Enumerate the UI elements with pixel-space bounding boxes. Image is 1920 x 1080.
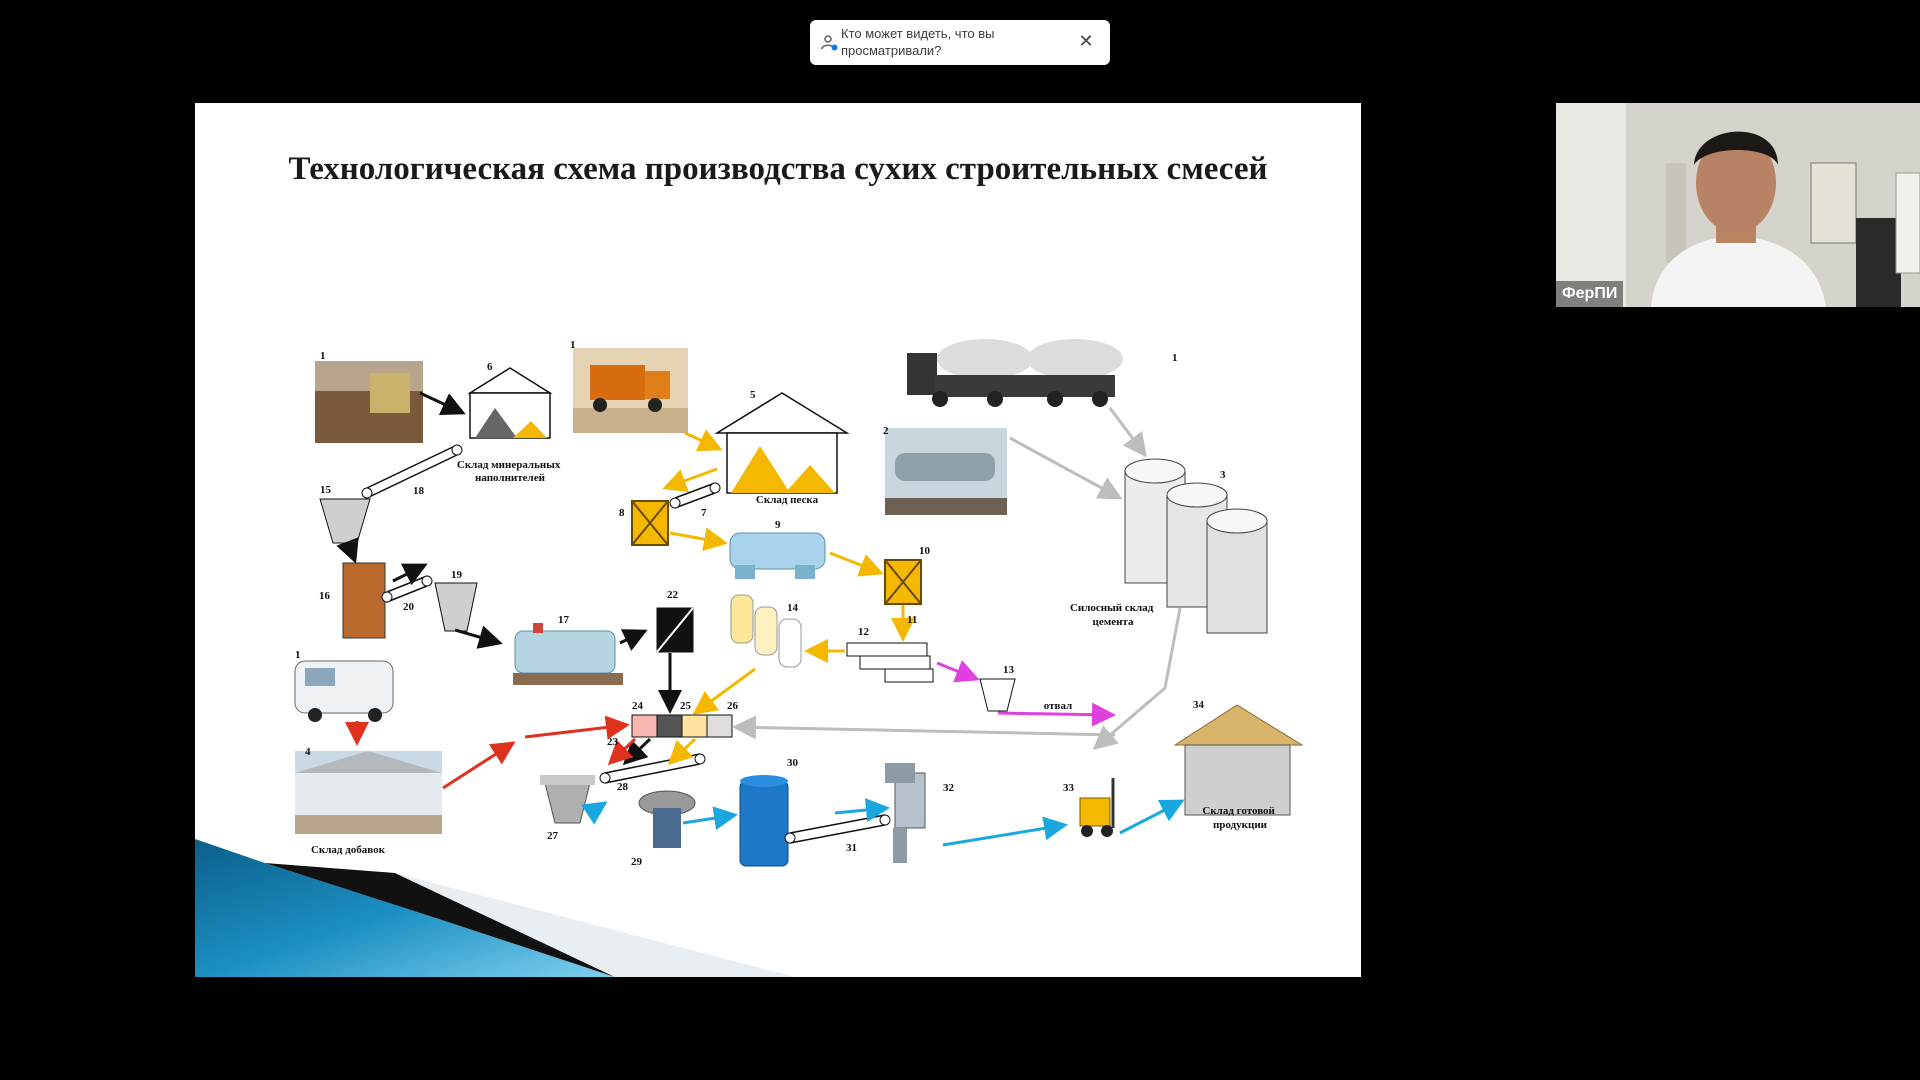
num-label: 8 (619, 507, 625, 519)
num-label: 23 (607, 736, 619, 748)
num-label: 15 (320, 484, 332, 496)
num-label: 30 (787, 757, 799, 769)
num-label: 34 (1193, 699, 1205, 711)
label-finished-store: Склад готовой продукции (1202, 805, 1277, 831)
num-label: 14 (787, 602, 799, 614)
num-label: 26 (727, 700, 739, 712)
num-label: 31 (846, 842, 857, 854)
sand-silos-14 (730, 594, 802, 668)
dump-truck-image (573, 348, 688, 433)
slide-title: Технологическая схема производства сухих… (288, 151, 1268, 187)
num-label: 6 (487, 361, 493, 373)
crusher-16 (342, 562, 386, 639)
num-label: 20 (403, 601, 415, 613)
num-label: 27 (547, 830, 559, 842)
process-diagram: Склад минеральных наполнителей Склад пес… (195, 339, 1304, 977)
num-label: 1 (570, 339, 576, 351)
num-label: 1 (320, 350, 326, 362)
ball-mill-17 (513, 623, 623, 685)
video-frame (1556, 103, 1920, 307)
mineral-store (467, 367, 553, 439)
tank-30 (739, 775, 789, 867)
participant-name: ФерПИ (1556, 281, 1624, 307)
num-label: 22 (667, 589, 679, 601)
dryer-drum-9 (729, 532, 826, 579)
additives-warehouse (295, 751, 442, 834)
label-additives-store: Склад добавок (311, 844, 386, 856)
packing-machine-32 (885, 763, 926, 863)
num-label: 4 (305, 746, 311, 758)
finished-store-34 (1173, 704, 1304, 816)
num-label: 16 (319, 590, 331, 602)
conveyor-18 (361, 444, 463, 499)
privacy-notification: Кто может видеть, что вы просматривали? … (810, 20, 1110, 65)
num-label: 33 (1063, 782, 1075, 794)
conveyor-20 (381, 575, 433, 603)
rail-tank-image (885, 428, 1007, 515)
shared-slide: Технологическая схема производства сухих… (195, 103, 1361, 977)
mixer-29 (638, 790, 696, 848)
num-label: 12 (858, 626, 870, 638)
hopper-19 (434, 582, 478, 632)
conveyor-7 (669, 482, 721, 509)
label-dump: отвал (1044, 700, 1072, 712)
cement-truck-image (907, 339, 1123, 407)
num-label: 10 (919, 545, 931, 557)
num-label: 24 (632, 700, 644, 712)
num-label: 18 (413, 485, 425, 497)
num-label: 32 (943, 782, 955, 794)
num-label: 25 (680, 700, 692, 712)
num-label: 1 (295, 649, 301, 661)
additive-van (294, 660, 394, 722)
people-icon (821, 35, 838, 51)
num-label: 7 (701, 507, 707, 519)
mixer-27 (540, 775, 595, 824)
quarry-loader-image (315, 361, 423, 443)
corner-decoration (195, 839, 615, 977)
cement-silos (1124, 458, 1268, 634)
sieve-12 (846, 642, 934, 683)
batching-dispensers (631, 714, 733, 738)
num-label: 13 (1003, 664, 1015, 676)
participant-video[interactable]: ФерПИ (1556, 103, 1920, 307)
hopper-13 (979, 678, 1016, 712)
num-label: 19 (451, 569, 463, 581)
hopper-15 (319, 498, 371, 544)
forklift-33 (1079, 778, 1115, 837)
num-label: 1 (1172, 352, 1178, 364)
flow-arrows (336, 391, 1185, 847)
notification-text: Кто может видеть, что вы просматривали? (841, 26, 995, 58)
num-label: 9 (775, 519, 781, 531)
num-label: 5 (750, 389, 756, 401)
label-cement-silo: Силосный склад цемента (1070, 602, 1156, 628)
num-label: 2 (883, 425, 889, 437)
num-label: 3 (1220, 469, 1226, 481)
num-label: 11 (907, 614, 917, 626)
label-mineral-store: Склад минеральных наполнителей (457, 459, 563, 484)
conveyor-31 (784, 814, 891, 844)
label-sand-store: Склад песка (756, 494, 819, 506)
num-label: 28 (617, 781, 629, 793)
num-label: 29 (631, 856, 643, 868)
close-icon[interactable]: ✕ (1078, 31, 1094, 51)
num-label: 17 (558, 614, 570, 626)
sand-store (714, 392, 850, 494)
